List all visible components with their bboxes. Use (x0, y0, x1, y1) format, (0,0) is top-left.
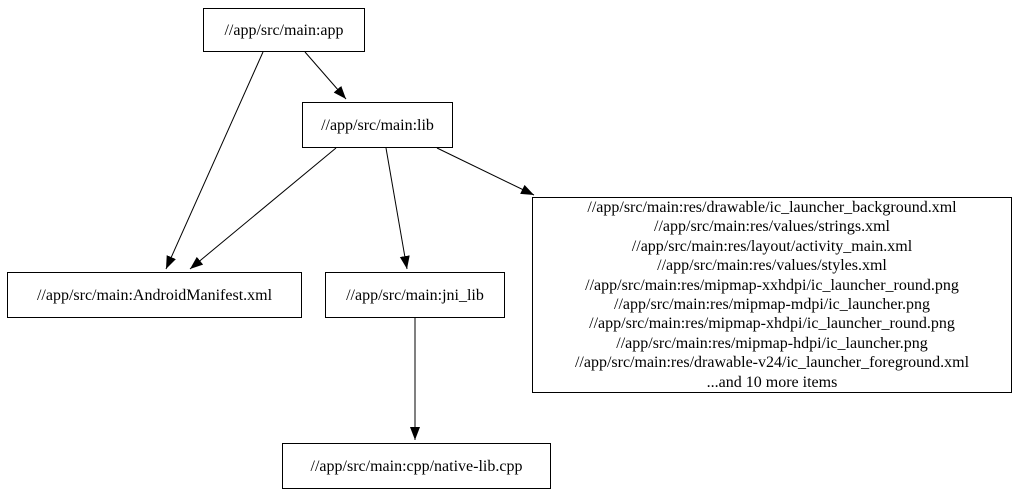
res-group-line: //app/src/main:res/drawable-v24/ic_launc… (574, 354, 970, 372)
graph-node-app: //app/src/main:app (203, 8, 365, 52)
res-group-line: //app/src/main:res/layout/activity_main.… (631, 237, 913, 255)
res-group-line: //app/src/main:res/mipmap-xxhdpi/ic_laun… (585, 276, 959, 294)
node-label-native-lib: //app/src/main:cpp/native-lib.cpp (310, 457, 523, 475)
edge-lib-to-res-group (436, 147, 535, 196)
edge-lib-to-android-manifest (189, 147, 337, 270)
graph-node-lib: //app/src/main:lib (302, 102, 453, 148)
node-label-lib: //app/src/main:lib (321, 116, 434, 134)
graph-node-jni-lib: //app/src/main:jni_lib (325, 272, 505, 318)
res-group-line: //app/src/main:res/mipmap-mdpi/ic_launch… (614, 296, 930, 313)
res-group-line: //app/src/main:res/mipmap-hdpi/ic_launch… (616, 334, 928, 352)
res-group-line: //app/src/main:res/drawable/ic_launcher_… (587, 198, 957, 216)
res-group-line: //app/src/main:res/values/styles.xml (657, 257, 887, 275)
res-group-line: //app/src/main:res/mipmap-xhdpi/ic_launc… (589, 315, 955, 333)
node-label-android-manifest: //app/src/main:AndroidManifest.xml (36, 286, 273, 304)
graph-node-android-manifest: //app/src/main:AndroidManifest.xml (7, 272, 302, 318)
node-label-app: //app/src/main:app (224, 21, 344, 39)
edge-app-to-lib (304, 51, 347, 100)
edge-lib-to-jni-lib (385, 147, 410, 270)
res-group-more-items: ...and 10 more items (706, 373, 838, 391)
res-group-line: //app/src/main:res/values/strings.xml (654, 218, 890, 236)
node-label-jni-lib: //app/src/main:jni_lib (346, 286, 484, 304)
edge-app-to-android-manifest (165, 51, 264, 270)
graph-node-native-lib: //app/src/main:cpp/native-lib.cpp (282, 443, 551, 489)
graph-node-res-group: //app/src/main:res/drawable/ic_launcher_… (532, 197, 1012, 393)
